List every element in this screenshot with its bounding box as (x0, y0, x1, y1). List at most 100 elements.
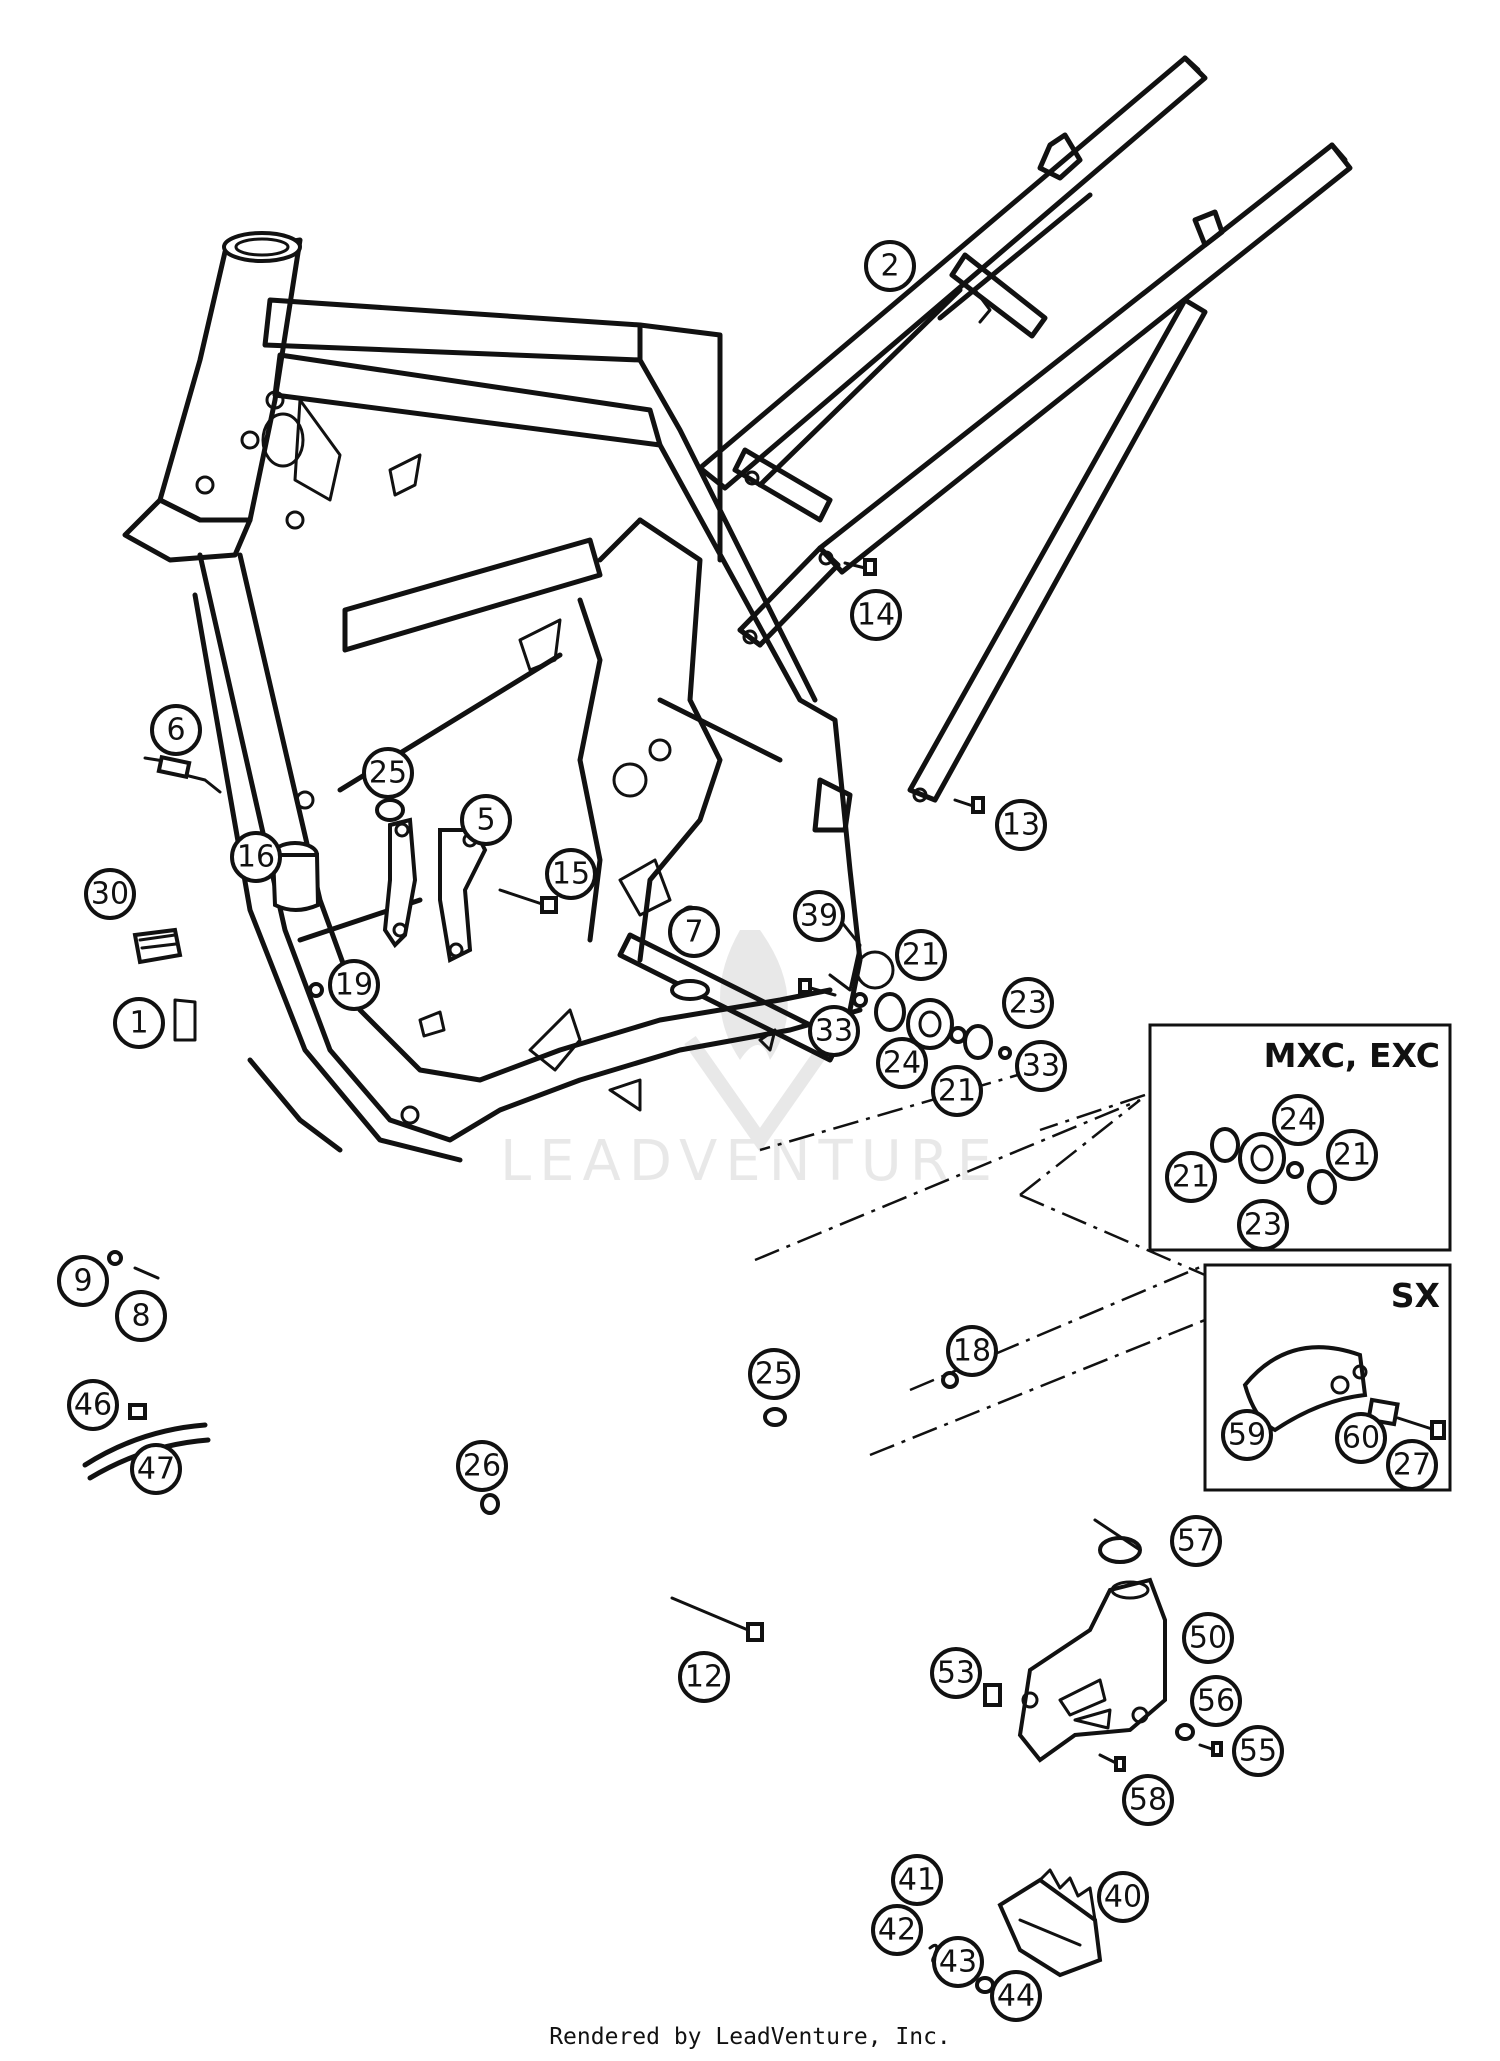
svg-text:21: 21 (1172, 1160, 1210, 1195)
callout-12: 12 (678, 1651, 730, 1703)
svg-text:21: 21 (902, 938, 940, 973)
svg-text:9: 9 (73, 1264, 92, 1299)
svg-text:16: 16 (237, 840, 275, 875)
svg-text:LEADVENTURE: LEADVENTURE (500, 1129, 1000, 1194)
callout-25: 25 (362, 747, 414, 799)
callout-6: 6 (150, 704, 202, 756)
svg-text:57: 57 (1177, 1524, 1215, 1559)
svg-text:23: 23 (1244, 1208, 1282, 1243)
variant-label-sx: SX (1391, 1276, 1440, 1315)
callouts: 1 2 5 6 7 8 9 12 13 14 15 16 18 19 21 21… (57, 240, 1438, 2022)
callout-53: 53 (930, 1647, 982, 1699)
leadventure-watermark: LEADVENTURE (500, 930, 1000, 1194)
svg-text:26: 26 (463, 1449, 501, 1484)
callout-14: 14 (850, 589, 902, 641)
svg-text:6: 6 (166, 713, 185, 748)
callout-33: 33 (1015, 1040, 1067, 1092)
svg-text:8: 8 (131, 1299, 150, 1334)
callout-58: 58 (1122, 1774, 1174, 1826)
callout-55: 55 (1232, 1725, 1284, 1777)
svg-text:41: 41 (898, 1863, 936, 1898)
svg-text:60: 60 (1342, 1421, 1380, 1456)
svg-text:24: 24 (1279, 1103, 1317, 1138)
callout-24: 24 (876, 1037, 928, 1089)
svg-text:46: 46 (74, 1388, 112, 1423)
callout-42: 42 (871, 1904, 923, 1956)
svg-text:18: 18 (953, 1334, 991, 1369)
svg-text:42: 42 (878, 1913, 916, 1948)
svg-text:19: 19 (335, 968, 373, 1003)
guard-and-footpeg (875, 1518, 1223, 2012)
callout-1: 1 (113, 997, 165, 1049)
callout-21: 21 (931, 1065, 983, 1117)
svg-text:23: 23 (1009, 986, 1047, 1021)
callout-21: 21 (895, 929, 947, 981)
main-frame (122, 231, 895, 1163)
callout-47: 47 (130, 1443, 182, 1495)
callout-44: 44 (990, 1970, 1042, 2022)
svg-text:21: 21 (1333, 1138, 1371, 1173)
callout-23: 23 (1002, 977, 1054, 1029)
callout-24: 24 (1272, 1094, 1324, 1146)
callout-27: 27 (1386, 1439, 1438, 1491)
svg-text:2: 2 (880, 249, 899, 284)
svg-text:44: 44 (997, 1979, 1035, 2014)
svg-text:39: 39 (800, 899, 838, 934)
callout-5: 5 (460, 794, 512, 846)
callout-25: 25 (748, 1348, 800, 1400)
svg-text:53: 53 (937, 1656, 975, 1691)
callout-56: 56 (1190, 1675, 1242, 1727)
variant-label-mxc-exc: MXC, EXC (1264, 1036, 1440, 1075)
svg-text:33: 33 (1022, 1049, 1060, 1084)
callout-26: 26 (456, 1440, 508, 1492)
callout-57: 57 (1170, 1515, 1222, 1567)
svg-text:1: 1 (129, 1006, 148, 1041)
callout-50: 50 (1182, 1612, 1234, 1664)
svg-text:56: 56 (1197, 1684, 1235, 1719)
callout-33: 33 (808, 1005, 860, 1057)
callout-13: 13 (995, 799, 1047, 851)
svg-text:58: 58 (1129, 1783, 1167, 1818)
callout-7: 7 (668, 906, 720, 958)
mxc-exc-panel (1148, 1023, 1452, 1252)
callout-30: 30 (84, 868, 136, 920)
svg-text:12: 12 (685, 1660, 723, 1695)
svg-text:24: 24 (883, 1046, 921, 1081)
callout-18: 18 (946, 1325, 998, 1377)
svg-text:7: 7 (684, 915, 703, 950)
callout-16: 16 (230, 831, 282, 883)
svg-text:33: 33 (815, 1014, 853, 1049)
callout-40: 40 (1097, 1871, 1149, 1923)
callout-8: 8 (115, 1290, 167, 1342)
callout-46: 46 (67, 1379, 119, 1431)
callout-21: 21 (1326, 1129, 1378, 1181)
callout-2: 2 (864, 240, 916, 292)
svg-text:50: 50 (1189, 1621, 1227, 1656)
callout-19: 19 (328, 959, 380, 1011)
callout-59: 59 (1221, 1409, 1273, 1461)
svg-text:40: 40 (1104, 1880, 1142, 1915)
svg-text:59: 59 (1228, 1418, 1266, 1453)
svg-text:55: 55 (1239, 1734, 1277, 1769)
callout-43: 43 (932, 1936, 984, 1988)
footer-credit: Rendered by LeadVenture, Inc. (549, 2024, 951, 2050)
svg-text:43: 43 (939, 1945, 977, 1980)
svg-text:21: 21 (938, 1074, 976, 1109)
svg-text:25: 25 (369, 756, 407, 791)
hardware-parts (82, 558, 1012, 1642)
svg-text:13: 13 (1002, 808, 1040, 843)
callout-60: 60 (1335, 1412, 1387, 1464)
sx-panel (1203, 1263, 1452, 1492)
svg-text:5: 5 (476, 803, 495, 838)
callout-23: 23 (1237, 1199, 1289, 1251)
callout-39: 39 (793, 890, 845, 942)
callout-41: 41 (891, 1854, 943, 1906)
svg-text:15: 15 (552, 857, 590, 892)
svg-text:14: 14 (857, 598, 895, 633)
rear-subframe (697, 55, 1353, 803)
svg-text:27: 27 (1393, 1448, 1431, 1483)
svg-text:25: 25 (755, 1357, 793, 1392)
callout-15: 15 (545, 848, 597, 900)
svg-text:47: 47 (137, 1452, 175, 1487)
